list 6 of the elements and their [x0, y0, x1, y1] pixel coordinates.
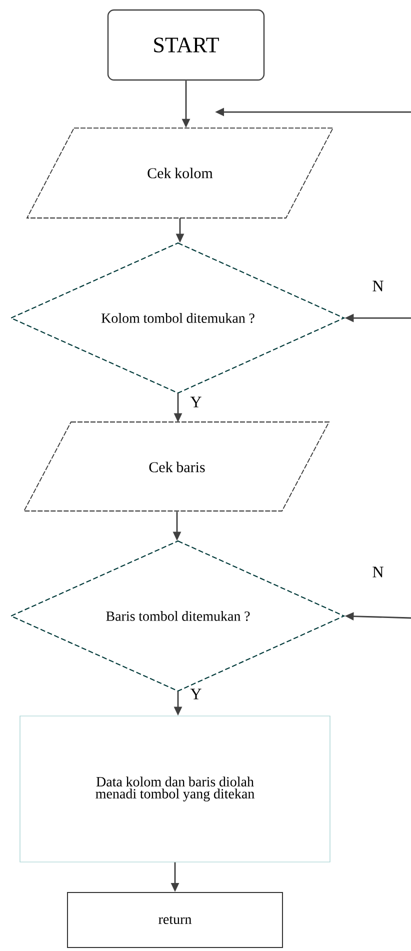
process-box: return — [67, 892, 283, 948]
edge-label: N — [371, 280, 385, 292]
edge-label: Y — [189, 396, 203, 408]
edge-label: N — [371, 566, 385, 578]
process-box: Data kolom dan baris diolah menadi tombol yang ditekan — [20, 716, 330, 862]
terminal-box: START — [107, 9, 265, 81]
